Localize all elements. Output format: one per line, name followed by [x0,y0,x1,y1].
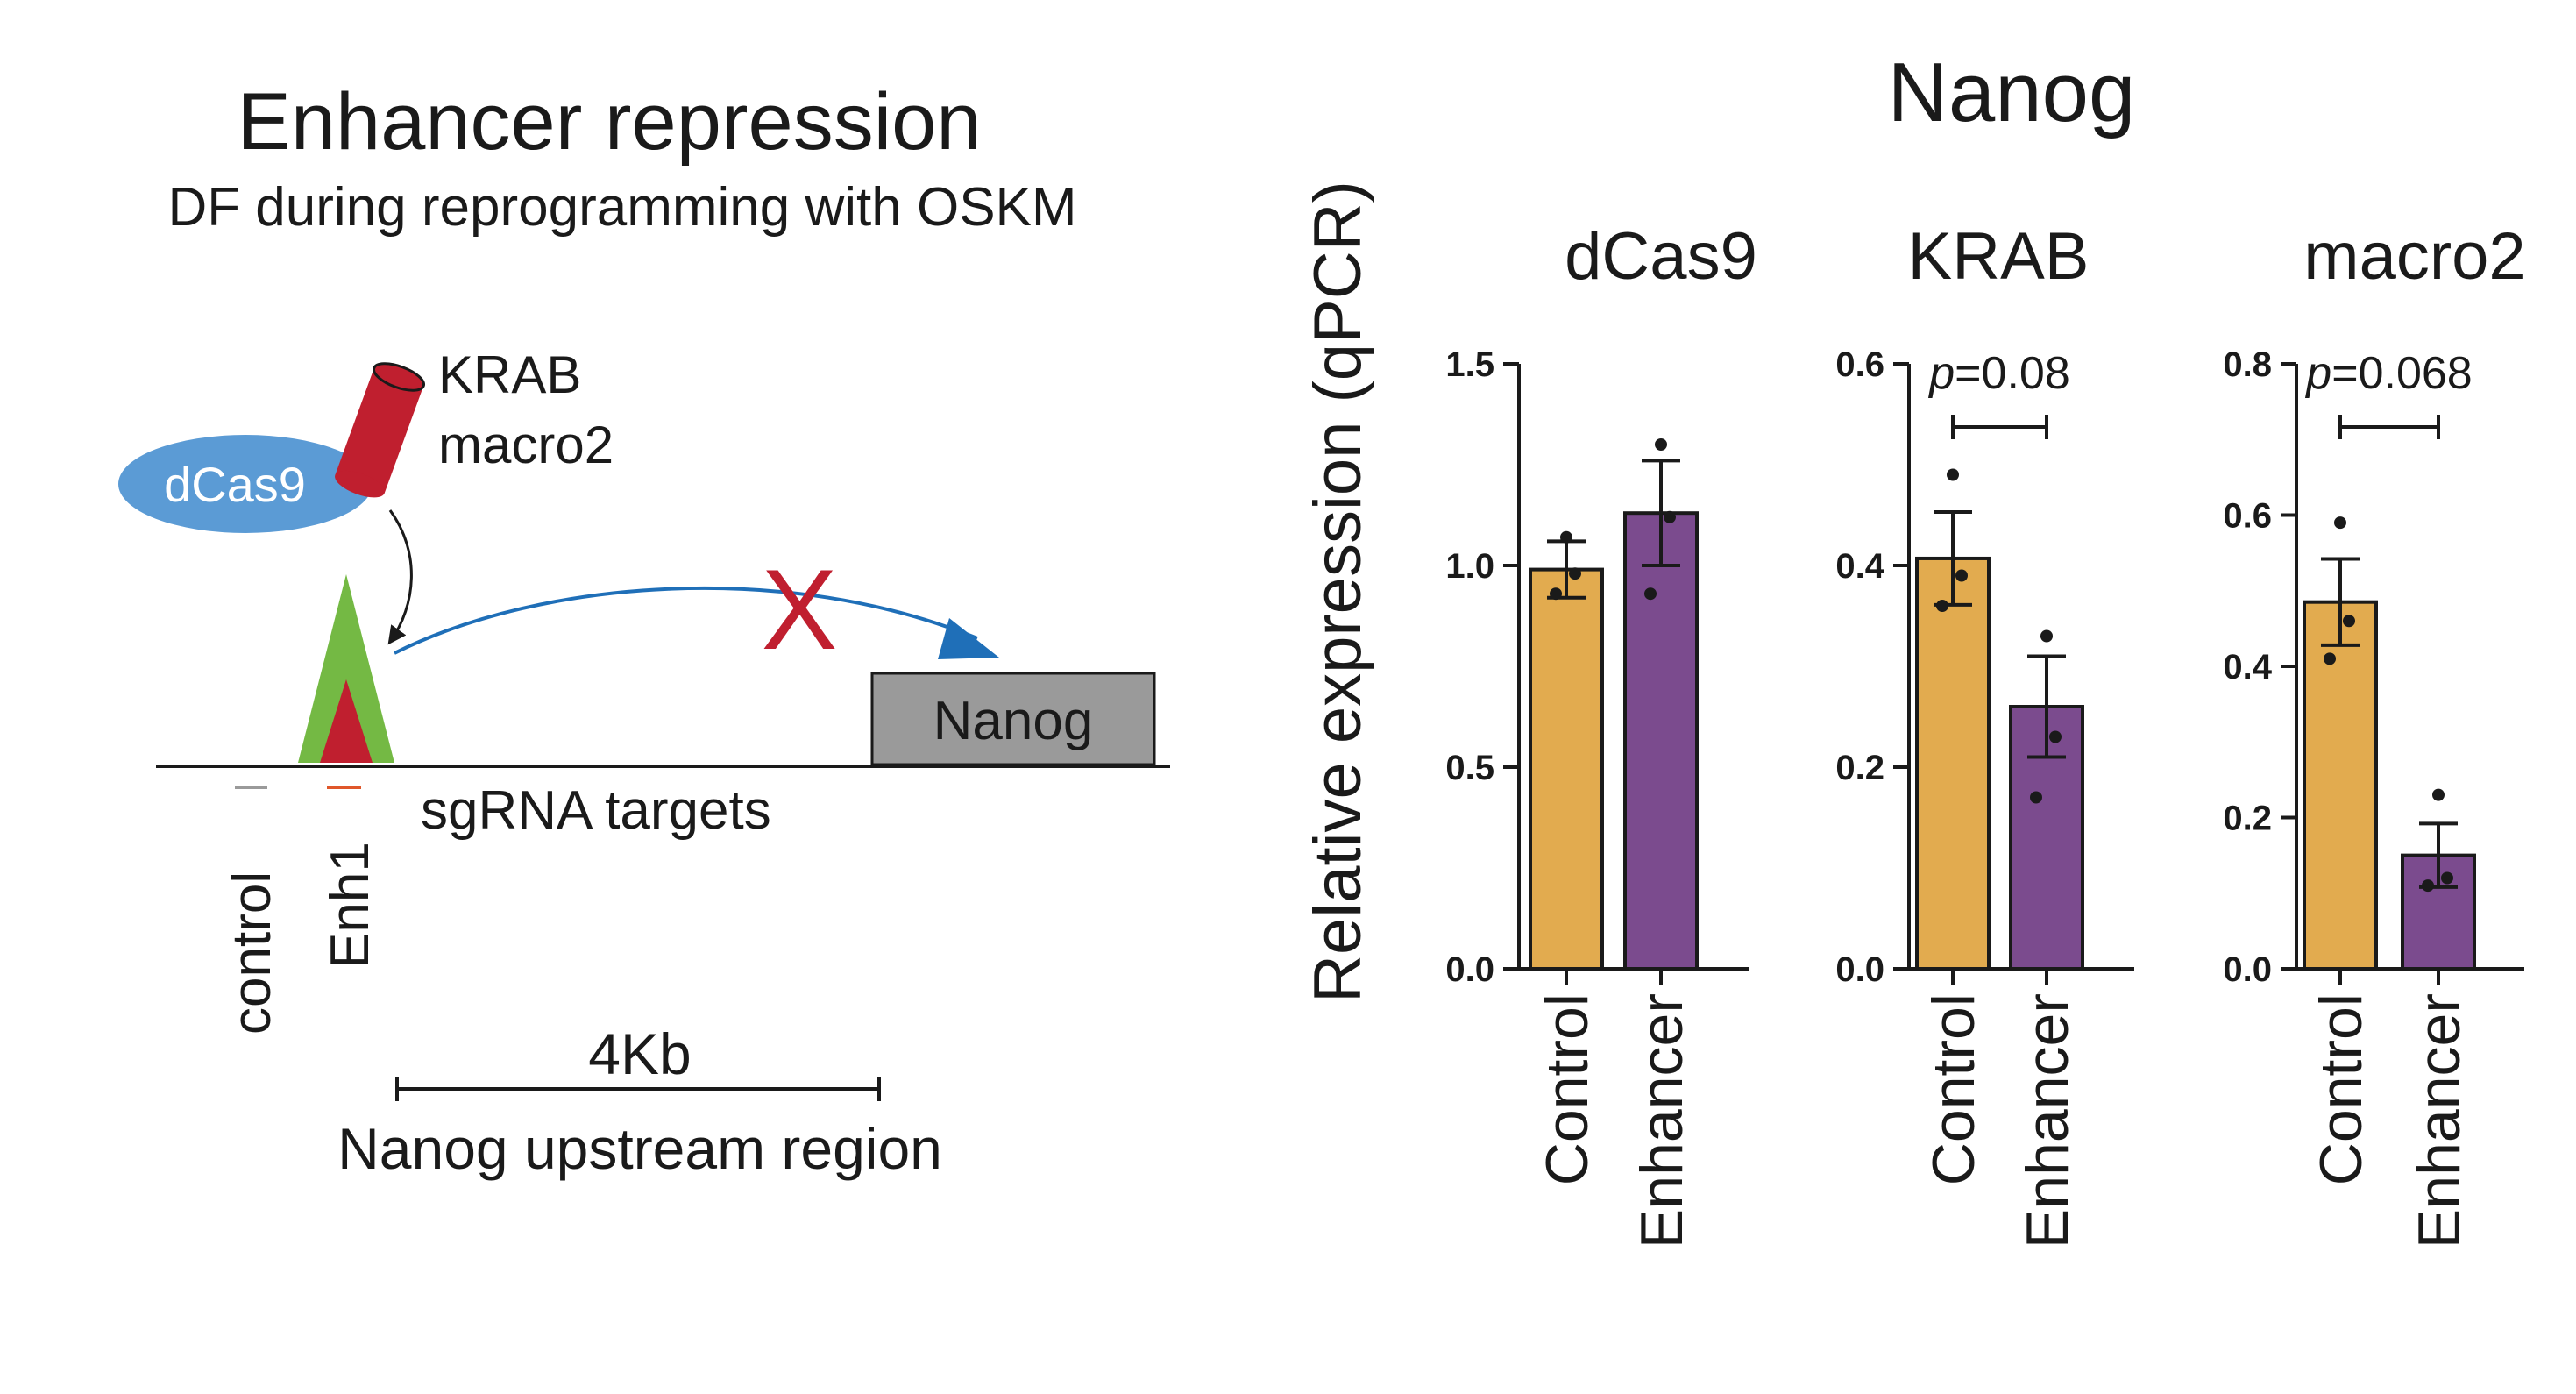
p-value-label: p=0.08 [1927,348,2070,399]
effector-label-krab: KRAB [438,345,581,404]
dcas9-label: dCas9 [164,457,306,512]
nanog-gene-box [870,672,1156,766]
y-tick-label: 0.4 [2223,648,2272,686]
block-mark: X [762,545,838,673]
binding-arrow [387,509,413,645]
y-tick-label: 1.5 [1445,345,1494,384]
data-point [1569,567,1581,580]
data-point [2324,652,2336,665]
y-tick-label: 0.4 [1835,547,1884,586]
data-point [2040,629,2053,643]
data-point [2441,871,2453,885]
sgrna-targets-label: sgRNA targets [421,780,771,841]
region-label: Nanog upstream region [337,1116,942,1181]
data-point [1644,587,1657,601]
y-tick-label: 0.0 [1835,950,1884,989]
target-label-control: control [222,871,282,1035]
data-point [2432,788,2445,801]
effector-label-macro2: macro2 [438,416,614,474]
p-value-label: p=0.068 [2304,348,2472,399]
data-point [2422,879,2434,893]
effector-cylinder-icon [335,362,425,498]
y-tick-label: 0.0 [2223,950,2272,989]
y-tick-label: 0.6 [2223,497,2272,536]
enhancer-peak-inner [320,679,373,763]
x-tick-label-control: Control [1920,993,1987,1185]
data-point [2030,791,2042,804]
schematic-title: Enhancer repression [238,77,982,167]
bar-control [1529,567,1604,971]
y-tick-label: 0.2 [1835,749,1884,787]
chart-title: Nanog [1888,46,2136,139]
data-point [1560,530,1572,544]
data-point [1947,468,1959,481]
x-tick-label-enhancer: Enhancer [1629,993,1695,1248]
data-point [1655,438,1667,451]
y-tick-label: 0.5 [1445,749,1494,787]
data-point [1664,510,1676,523]
y-axis-label: Relative expression (qPCR) [1301,181,1375,1003]
data-point [2049,730,2062,743]
charts-panel: Nanog Relative expression (qPCR) dCas9 0.… [1301,46,2526,1248]
bar-control [2303,600,2378,971]
bar-control [1915,556,1991,971]
data-point [2334,516,2346,530]
panel-title: KRAB [1908,219,2090,294]
y-tick-label: 0.6 [1835,345,1884,384]
x-tick-label-control: Control [2308,993,2374,1185]
x-tick-label-control: Control [1534,993,1600,1185]
target-label-enh1: Enh1 [320,842,380,969]
x-tick-label-enhancer: Enhancer [2014,993,2081,1248]
y-tick-label: 0.2 [2223,800,2272,838]
y-tick-label: 0.0 [1445,950,1494,989]
x-tick-label-enhancer: Enhancer [2406,993,2473,1248]
panel-title: macro2 [2303,219,2525,294]
y-tick-label: 1.0 [1445,547,1494,586]
bar-enhancer [1623,511,1699,971]
regulation-arrowhead [938,618,999,659]
y-tick-label: 0.8 [2223,345,2272,384]
schematic-subtitle: DF during reprogramming with OSKM [167,177,1076,238]
dcas9-ellipse [118,435,373,533]
schematic-panel: Enhancer repression DF during reprogramm… [118,77,1170,1181]
data-point [2343,615,2355,628]
data-point [1936,600,1948,612]
data-point [1550,587,1562,601]
panel-title: dCas9 [1565,219,1757,294]
scale-label: 4Kb [588,1021,691,1086]
regulation-arc [394,586,978,655]
enhancer-peak-outer [298,574,394,763]
data-point [1955,569,1968,582]
nanog-gene-label: Nanog [933,691,1094,751]
